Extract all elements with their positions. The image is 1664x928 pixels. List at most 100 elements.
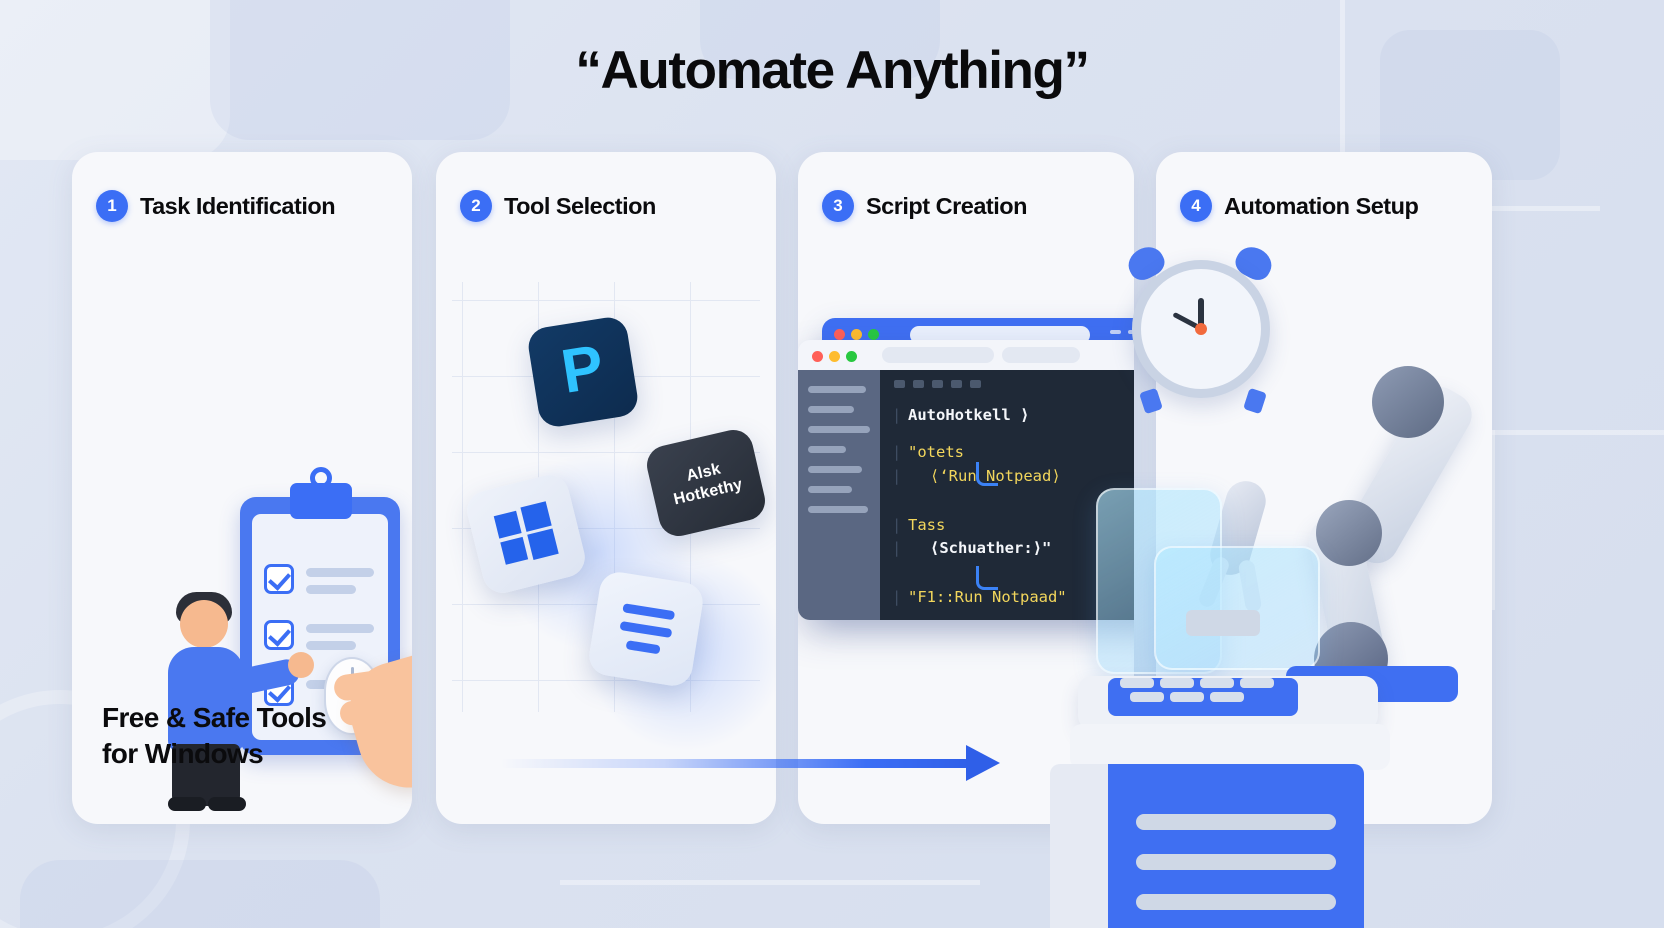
browser-url-bar[interactable] (910, 326, 1090, 344)
line-gutter: | (892, 588, 902, 607)
editor-tab-chips (894, 380, 981, 388)
robot-arm-joint-top (1372, 366, 1444, 438)
pedestal-side (1050, 764, 1108, 928)
code-brace-marker (976, 462, 998, 486)
person-foot (208, 797, 246, 811)
clipboard-clamp (290, 483, 352, 519)
person-hand (288, 652, 314, 678)
step-card-2[interactable]: 2 Tool Selection P Alsk Hotkethy (436, 152, 776, 824)
keycap (1120, 678, 1154, 688)
editor-titlebar (798, 340, 1134, 370)
code-line: | "F1::Run Notpaad" (892, 586, 1134, 609)
code-text: "otets (908, 443, 964, 462)
caption-line-2: for Windows (102, 738, 264, 770)
code-line: | AutoHotkell ⟩ (892, 404, 1134, 427)
code-text: "F1::Run Notpaad" (908, 588, 1067, 607)
keycap (1210, 692, 1244, 702)
browser-menu-dot (1128, 330, 1134, 334)
traffic-light-green (868, 329, 879, 340)
windows-logo-icon (493, 501, 559, 566)
power-automate-tile[interactable]: P (525, 314, 641, 430)
editor-tab-bar (1002, 347, 1080, 363)
background-line-5 (560, 880, 980, 885)
card-4-header: 4 Automation Setup (1180, 190, 1419, 222)
keycap (1200, 678, 1234, 688)
arrow-shaft (500, 759, 970, 768)
step-badge-2: 2 (460, 190, 492, 222)
process-flow-arrow (500, 745, 1000, 781)
code-text: ⟨‘Run Notpead⟩ (930, 466, 1061, 485)
glass-panel-front (1154, 546, 1320, 670)
step-card-1[interactable]: 1 Task Identification Free & Safe Tools … (72, 152, 412, 824)
hand-finger (339, 698, 397, 726)
browser-menu-dot (1110, 330, 1121, 334)
code-line: | "otets (892, 441, 1134, 464)
card-1-header: 1 Task Identification (96, 190, 336, 222)
step-badge-4: 4 (1180, 190, 1212, 222)
checklist-line (306, 568, 374, 577)
glass-panel-chip (1186, 610, 1260, 636)
checklist-line (306, 585, 356, 594)
robot-arm-joint-mid (1316, 500, 1382, 566)
clock-foot-right (1243, 387, 1267, 415)
card-1-title: Task Identification (140, 192, 336, 219)
card-2-header: 2 Tool Selection (460, 190, 656, 222)
page-title: “Automate Anything” (575, 41, 1090, 100)
traffic-light-yellow (829, 351, 840, 362)
keycap (1160, 678, 1194, 688)
background-shape-5 (700, 0, 940, 80)
keycap (1240, 678, 1274, 688)
clock-center-pin (1195, 323, 1207, 335)
clock-hour-hand (1198, 298, 1204, 334)
editor-tab-bar (882, 347, 994, 363)
editor-code-pane[interactable]: | AutoHotkell ⟩ | "otets | ⟨‘Run Notpead… (880, 370, 1134, 620)
line-gutter: | (892, 515, 902, 534)
arrow-head (966, 745, 1000, 781)
code-editor-window[interactable]: | AutoHotkell ⟩ | "otets | ⟨‘Run Notpead… (798, 340, 1134, 620)
person-body (168, 647, 244, 751)
clipboard-ring (310, 467, 332, 489)
background-shape-4 (20, 860, 380, 928)
line-gutter: | (892, 406, 902, 424)
line-gutter: | (892, 443, 902, 462)
code-text: Tass (908, 515, 946, 534)
document-tile[interactable] (586, 569, 706, 689)
checklist-line (306, 624, 374, 633)
caption-line-1: Free & Safe Tools (102, 702, 327, 734)
code-text: ⟨Schuather:⟩" (930, 539, 1052, 557)
line-gutter: | (892, 539, 902, 557)
background-shape-1 (0, 0, 230, 160)
traffic-light-red (812, 351, 823, 362)
checkbox-icon (264, 620, 294, 650)
pedestal-vent (1136, 814, 1336, 830)
code-line: | ⟨Schuather:⟩" (892, 537, 1134, 560)
traffic-light-green (846, 351, 857, 362)
editor-sidebar[interactable] (798, 370, 880, 620)
traffic-light-red (834, 329, 845, 340)
code-header: AutoHotkell ⟩ (908, 406, 1030, 424)
pedestal-vent (1136, 854, 1336, 870)
tile-label: P (556, 332, 609, 407)
step-badge-1: 1 (96, 190, 128, 222)
background-shape-2 (210, 0, 510, 140)
card-4-title: Automation Setup (1224, 192, 1419, 219)
keycap (1130, 692, 1164, 702)
card-3-header: 3 Script Creation (822, 190, 1027, 222)
line-gutter: | (892, 466, 902, 485)
code-line: | ⟨‘Run Notpead⟩ (892, 465, 1134, 488)
clock-foot-left (1139, 387, 1163, 415)
code-content: | AutoHotkell ⟩ | "otets | ⟨‘Run Notpead… (892, 404, 1134, 610)
automation-illustration (1050, 230, 1664, 928)
step-badge-3: 3 (822, 190, 854, 222)
pedestal-top (1070, 724, 1390, 770)
code-brace-marker (976, 566, 998, 590)
background-line-1 (1340, 0, 1345, 210)
background-line-3 (1490, 430, 1664, 435)
code-line: | Tass (892, 514, 1134, 537)
keyboard-keys (1120, 678, 1286, 704)
background-line-4 (1490, 430, 1495, 610)
editor-body: | AutoHotkell ⟩ | "otets | ⟨‘Run Notpead… (798, 370, 1134, 620)
person-legs (172, 744, 240, 806)
checkbox-icon (264, 564, 294, 594)
card-3-title: Script Creation (866, 192, 1027, 219)
